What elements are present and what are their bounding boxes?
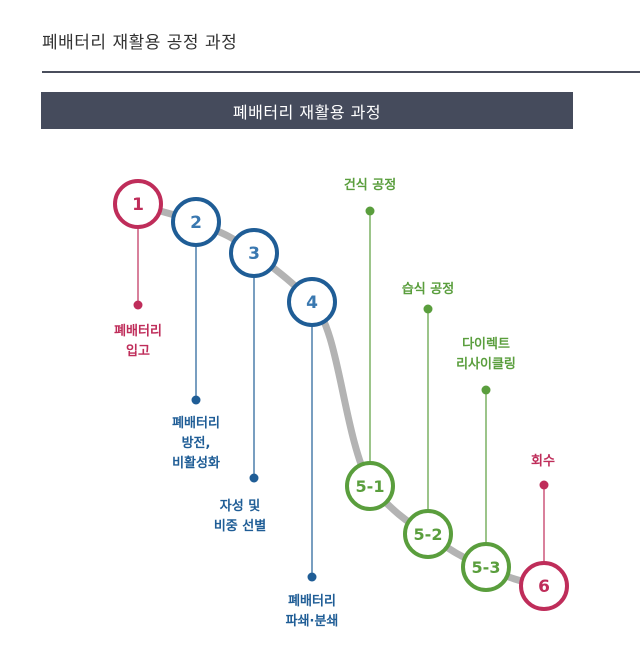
- step-circle: [461, 542, 511, 592]
- process-step-5-3: 5-3: [461, 385, 511, 592]
- step-label: 폐배터리 입고: [114, 324, 162, 359]
- step-number: 3: [248, 244, 260, 264]
- leader-dot: [539, 480, 549, 490]
- page-title: 폐배터리 재활용 공정 과정: [42, 33, 238, 53]
- process-step-5-1: 5-1: [345, 206, 395, 511]
- leader-dot: [249, 473, 259, 483]
- step-number: 1: [132, 195, 144, 215]
- leader-dot: [191, 395, 201, 405]
- process-step-6: 6: [519, 480, 569, 611]
- step-label: 건식 공정: [343, 178, 397, 193]
- step-circle: [113, 179, 163, 229]
- leader-dot: [365, 206, 375, 216]
- step-label: 폐배터리 파쇄·분쇄: [285, 594, 339, 629]
- step-number: 6: [538, 577, 550, 597]
- step-number: 5-1: [356, 477, 385, 496]
- banner-title: 폐배터리 재활용 과정: [232, 102, 382, 122]
- step-label: 다이렉트 리사이클링: [456, 337, 516, 372]
- diagram-banner: 폐배터리 재활용 과정: [41, 92, 573, 129]
- step-number: 5-3: [472, 558, 501, 577]
- step-label: 자성 및 비중 선별: [213, 499, 267, 534]
- step-circle: [171, 197, 221, 247]
- leader-dot: [307, 572, 317, 582]
- step-circle: [403, 509, 453, 559]
- step-circle: [345, 461, 395, 511]
- process-step-1: 1: [113, 179, 163, 310]
- title-divider: [42, 71, 640, 73]
- step-label: 습식 공정: [401, 282, 455, 297]
- step-label: 회수: [531, 454, 555, 469]
- step-circle: [287, 277, 337, 327]
- leader-dot: [133, 300, 143, 310]
- process-step-5-2: 5-2: [403, 304, 453, 559]
- process-step-3: 3: [229, 228, 279, 483]
- step-label: 폐배터리 방전, 비활성화: [172, 416, 220, 471]
- process-step-4: 4: [287, 277, 337, 582]
- process-path-line: [134, 200, 548, 590]
- step-number: 5-2: [414, 525, 443, 544]
- step-number: 4: [306, 293, 318, 313]
- leader-dot: [481, 385, 491, 395]
- step-circle: [229, 228, 279, 278]
- leader-dot: [423, 304, 433, 314]
- step-circle: [519, 561, 569, 611]
- step-number: 2: [190, 213, 202, 233]
- process-step-2: 2: [171, 197, 221, 405]
